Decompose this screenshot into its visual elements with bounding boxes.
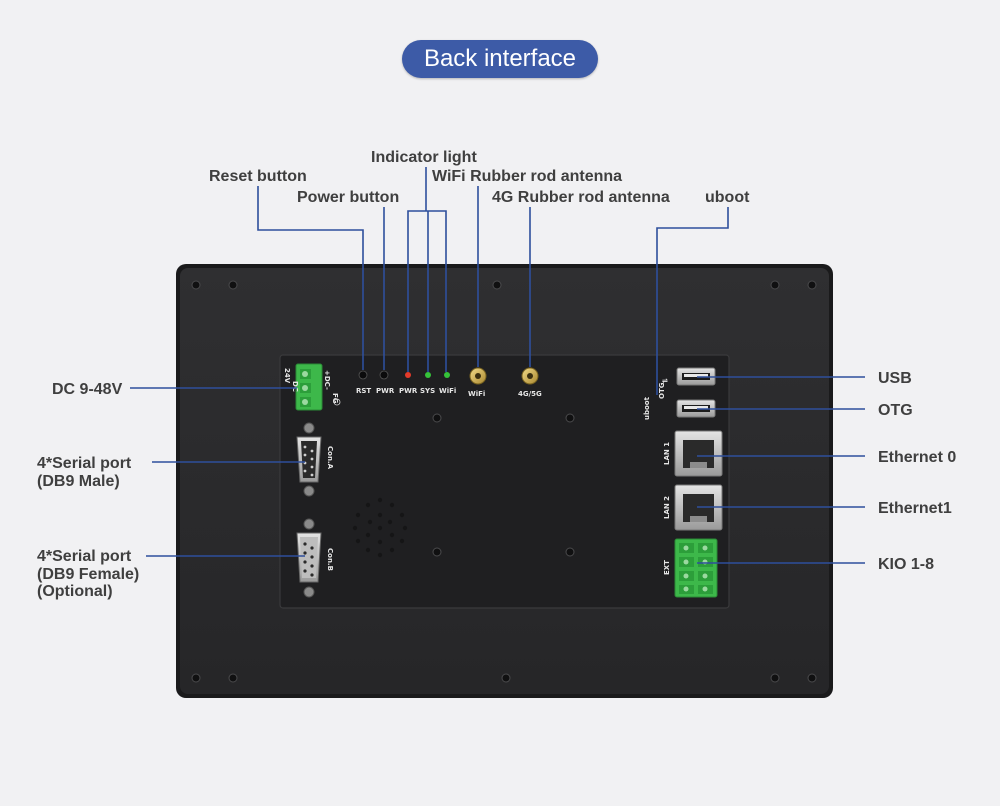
4g-antenna-connector[interactable] xyxy=(521,367,539,385)
device-enclosure xyxy=(176,264,833,698)
label-power-button: Power button xyxy=(297,189,399,206)
silk-wifi-led: WiFi xyxy=(439,387,456,395)
sys-led xyxy=(425,372,431,378)
usb-port[interactable] xyxy=(676,367,716,386)
screws xyxy=(191,280,817,683)
label-reset-button: Reset button xyxy=(209,168,307,185)
pwr-led xyxy=(405,372,411,378)
silk-lan2: LAN 2 xyxy=(663,496,671,519)
silk-sys-led: SYS xyxy=(420,387,435,395)
silk-wifi-antenna: WiFi xyxy=(468,390,485,398)
label-uboot: uboot xyxy=(705,189,750,206)
silk-uboot: uboot xyxy=(643,396,651,420)
label-usb: USB xyxy=(878,370,912,387)
label-kio: KIO 1-8 xyxy=(878,556,934,573)
label-indicator-light: Indicator light xyxy=(371,149,477,166)
page-title: Back interface xyxy=(402,40,598,78)
silk-con-a: Con.A xyxy=(326,446,334,470)
ethernet1-port[interactable] xyxy=(674,484,723,531)
kio-terminal-block[interactable] xyxy=(674,538,718,598)
silk-pwr-led: PWR xyxy=(399,387,418,395)
otg-port[interactable] xyxy=(676,399,716,418)
silk-fg: FG xyxy=(331,393,339,404)
label-ethernet0: Ethernet 0 xyxy=(878,449,956,466)
db9-female-connector[interactable] xyxy=(296,518,322,598)
wifi-antenna-connector[interactable] xyxy=(469,367,487,385)
silk-lan1: LAN 1 xyxy=(663,442,671,465)
label-serial-male-1: 4*Serial port xyxy=(37,455,132,472)
label-4g-antenna: 4G Rubber rod antenna xyxy=(492,189,670,206)
wifi-led xyxy=(444,372,450,378)
dc-power-terminal[interactable] xyxy=(295,363,323,411)
reset-button-hole[interactable] xyxy=(358,370,368,380)
ground-icon xyxy=(333,398,341,406)
silk-ext: EXT xyxy=(663,560,671,575)
silk-dc: DC xyxy=(291,381,299,392)
label-serial-female-3: (Optional) xyxy=(37,583,113,600)
silk-4g-antenna: 4G/5G xyxy=(518,390,542,398)
label-serial-female-2: (DB9 Female) xyxy=(37,566,139,583)
usb-symbol-icon: ⇌ xyxy=(662,377,668,385)
silk-pwr-button: PWR xyxy=(376,387,395,395)
ethernet0-port[interactable] xyxy=(674,430,723,477)
label-ethernet1: Ethernet1 xyxy=(878,500,952,517)
silk-24v: 24V xyxy=(283,368,291,384)
speaker-grille xyxy=(352,497,408,558)
leader-lines xyxy=(130,167,865,564)
silk-plus-dc: +DC- xyxy=(323,370,331,390)
db9-male-connector[interactable] xyxy=(296,422,322,497)
label-dc-input: DC 9-48V xyxy=(52,381,123,398)
silk-rst: RST xyxy=(356,387,371,395)
label-otg: OTG xyxy=(878,402,913,419)
label-serial-female-1: 4*Serial port xyxy=(37,548,132,565)
label-wifi-antenna: WiFi Rubber rod antenna xyxy=(432,168,622,185)
power-button-hole[interactable] xyxy=(379,370,389,380)
silk-con-b: Con.B xyxy=(326,548,334,571)
silk-otg: OTG xyxy=(658,382,666,399)
label-serial-male-2: (DB9 Male) xyxy=(37,473,120,490)
